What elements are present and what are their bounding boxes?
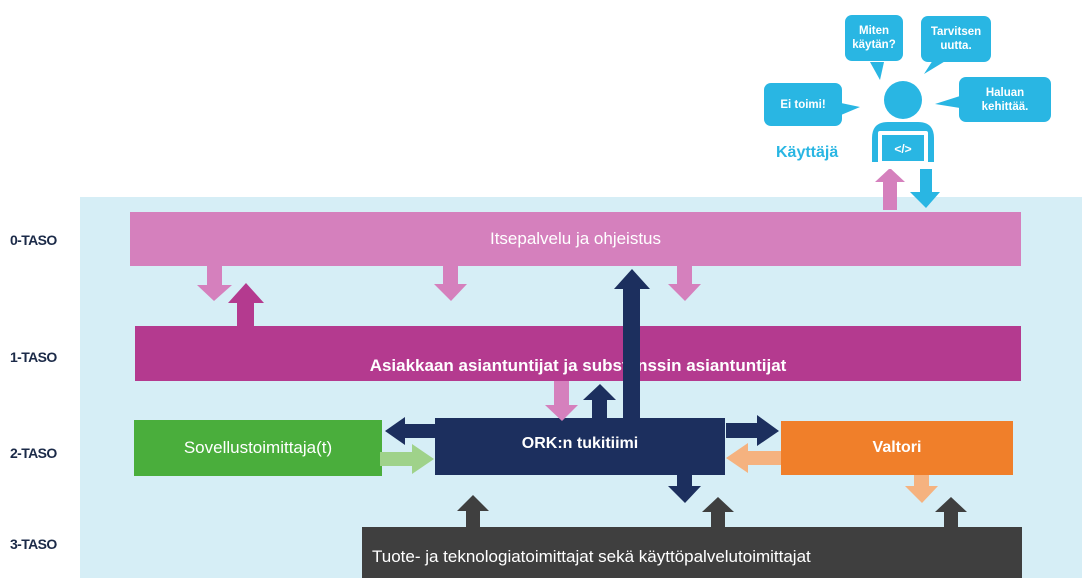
valtori-box: Valtori <box>781 421 1013 475</box>
level-2-label: 2-TASO <box>10 445 57 461</box>
support-team-to-self-service-arrow <box>614 269 650 418</box>
support-team-to-app-vendor-arrow <box>385 417 435 445</box>
bubble-broken-tail <box>841 103 860 115</box>
tech-vendors-to-support-team-arrow <box>702 497 734 527</box>
app-vendor-box: Sovellustoimittaja(t) <box>134 420 382 476</box>
experts-box: Asiakkaan asiantuntijat ja substanssin a… <box>135 326 1021 381</box>
level-1-label: 1-TASO <box>10 349 57 365</box>
tech-vendors-to-app-vendor-arrow <box>457 495 489 527</box>
app-vendor-label: Sovellustoimittaja(t) <box>183 438 333 457</box>
user-label: Käyttäjä <box>776 144 839 161</box>
bubble-broken: Ei toimi! <box>764 83 842 126</box>
self-service-down-arrow-3 <box>668 266 701 301</box>
self-service-box: Itsepalvelu ja ohjeistus <box>130 212 1021 266</box>
app-vendor-to-support-team-arrow <box>380 444 434 474</box>
self-service-to-user-arrow <box>910 167 940 208</box>
self-service-down-arrow-1 <box>197 266 232 301</box>
tech-vendors-to-valtori-arrow <box>935 497 967 527</box>
bubble-need-new-tail <box>924 60 947 74</box>
bubble-develop-tail <box>935 96 960 108</box>
support-team-box: ORK:n tukitiimi <box>435 418 725 475</box>
self-service-label: Itsepalvelu ja ohjeistus <box>489 229 662 248</box>
self-service-down-arrow-2 <box>434 266 467 301</box>
user-to-self-service-arrow <box>875 168 905 210</box>
experts-to-support-team-arrow <box>545 381 578 421</box>
support-team-to-valtori-arrow <box>726 415 779 446</box>
laptop-code-icon: </> <box>894 142 911 156</box>
tech-vendors-label: Tuote- ja teknologiatoimittajat sekä käy… <box>372 546 811 566</box>
bubble-how-tail <box>870 62 884 80</box>
support-team-label: ORK:n tukitiimi <box>521 434 639 452</box>
level-0-label: 0-TASO <box>10 232 57 248</box>
experts-up-arrow <box>228 283 264 326</box>
valtori-label: Valtori <box>872 439 922 456</box>
support-team-to-tech-vendors-arrow <box>668 475 701 503</box>
valtori-to-tech-vendors-arrow <box>905 475 938 503</box>
experts-label: Asiakkaan asiantuntijat ja substanssin a… <box>369 355 787 375</box>
support-team-to-experts-arrow <box>583 384 616 421</box>
user-head-icon <box>884 81 922 119</box>
valtori-to-support-team-arrow <box>726 443 781 473</box>
laptop-base-icon <box>870 164 936 169</box>
tech-vendors-box: Tuote- ja teknologiatoimittajat sekä käy… <box>362 527 1022 578</box>
level-3-label: 3-TASO <box>10 536 57 552</box>
